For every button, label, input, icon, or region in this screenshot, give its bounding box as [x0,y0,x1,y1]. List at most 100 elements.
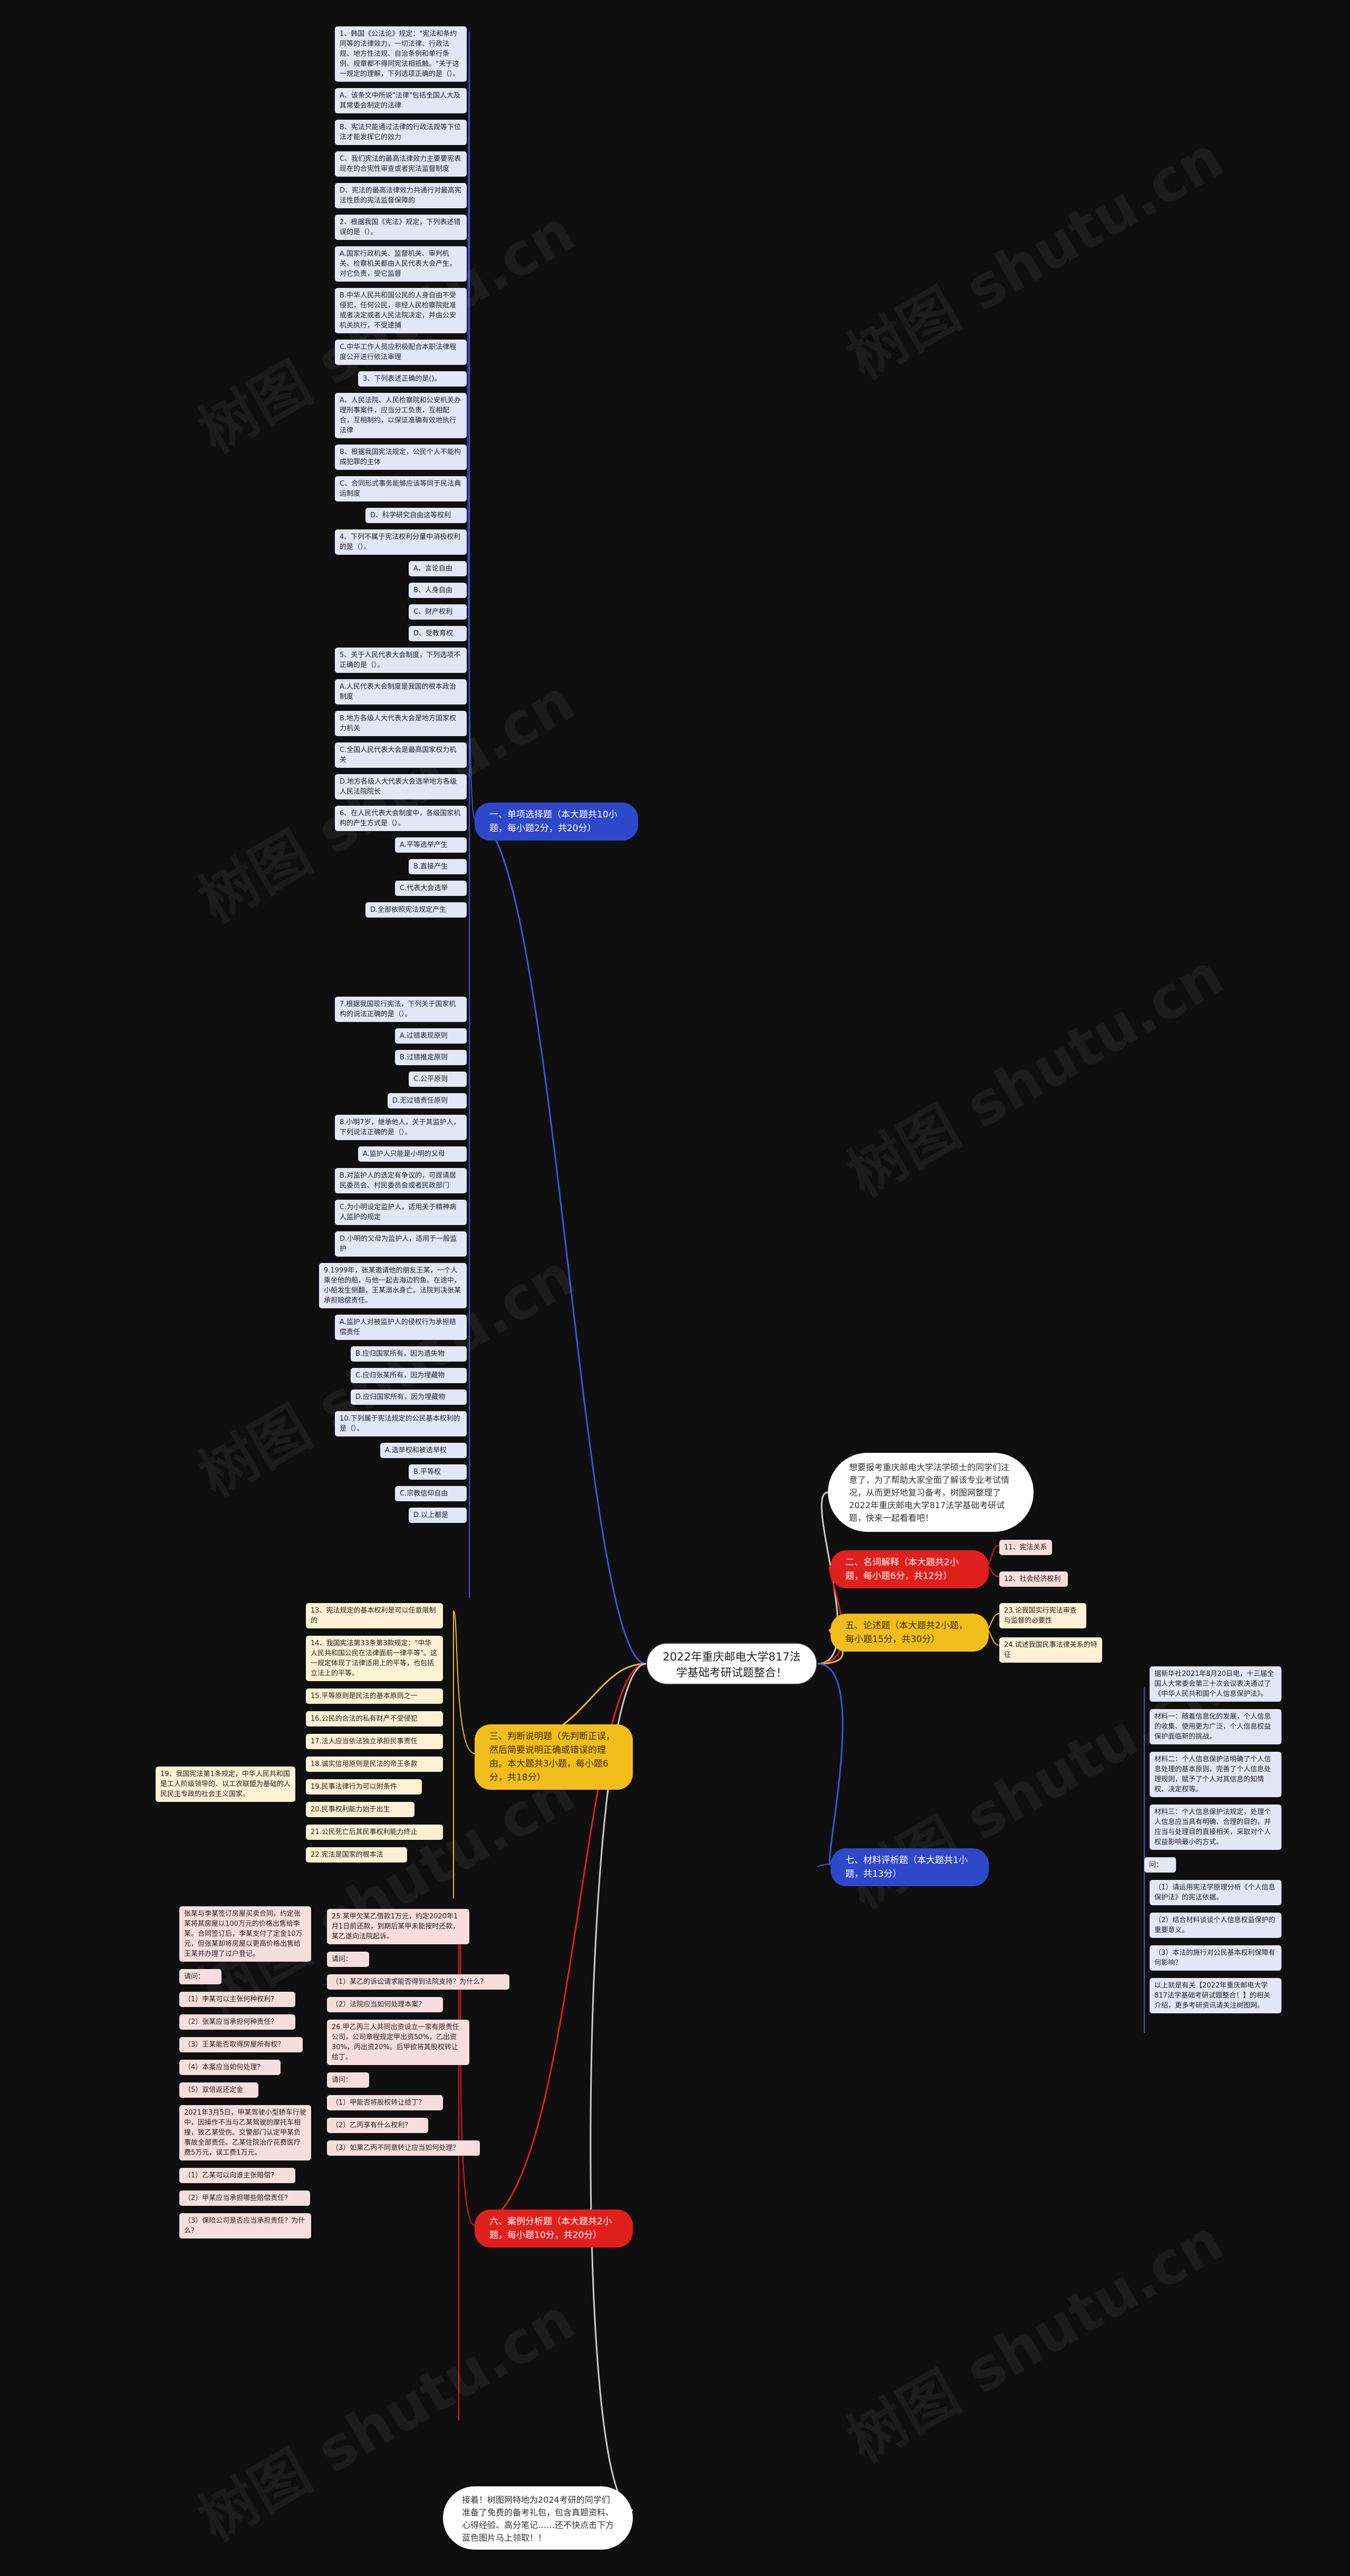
material-item[interactable]: 以上就是有关【2022年重庆邮电大学817法学基础考研试题整合！】的相关介绍，更… [1150,1978,1281,2013]
case-item[interactable]: （2）法院应当如何处理本案？ [327,1997,443,2012]
judge-item[interactable]: 18.诚实信用原则是民法的帝王条款 [306,1757,443,1772]
judge-item[interactable]: 16.公民的合法的私有财产不受侵犯 [306,1711,443,1726]
material-item[interactable]: （3）本法的施行对公民基本权利保障有何影响？ [1150,1945,1281,1971]
judge-item[interactable]: 14、我国宪法第33条第3款规定："中华人民共和国公民在法律面前一律平等"。这一… [306,1636,443,1681]
single-choice-item[interactable]: A、该条文中所说"法律"包括全国人大及其常委会制定的法律 [335,88,467,113]
single-choice-item[interactable]: D.以上都是 [409,1508,467,1523]
essay-item[interactable]: 23.论我国实行宪法审查与监督的必要性 [999,1603,1086,1628]
single-choice-item[interactable]: C.中华工作人员应积极配合本职法律程度公开进行依法审理 [335,340,467,365]
case-side-item[interactable]: 请问： [179,1969,221,1984]
single-choice-item[interactable]: C.应归张某所有，因为埋藏物 [351,1368,467,1383]
material-item[interactable]: （2）结合材料谈谈个人信息权益保护的重要意义。 [1150,1913,1281,1938]
single-choice-item[interactable]: A.监护人只能是小明的父母 [358,1146,467,1162]
judge-item[interactable]: 22.宪法是国家的根本法 [306,1847,407,1863]
case-item[interactable]: （1）某乙的诉讼请求能否得到法院支持？为什么？ [327,1974,509,1990]
case-side-item[interactable]: （1）乙某可以向谁主张赔偿？ [179,2168,295,2183]
case-item[interactable]: 请问： [327,2072,369,2088]
single-choice-item[interactable]: C.代表大会选举 [395,881,467,896]
single-choice-item[interactable]: B、根据我国宪法规定，公民个人不能构成犯罪的主体 [335,445,467,470]
single-choice-item[interactable]: 1、韩国《公法论》规定："宪法和条约同等的法律效力，一切法律、行政法规、地方性法… [335,26,467,82]
single-choice-item[interactable]: A.平等选举产生 [395,837,467,853]
single-choice-item[interactable]: B.直接产生 [409,859,467,874]
single-choice-item[interactable]: A、言论自由 [409,561,467,576]
case-item[interactable]: 请问： [327,1952,369,1967]
case-side-item[interactable]: （4）本案应当如何处理？ [179,2060,281,2075]
material-item[interactable]: 材料一：随着信息化的发展，个人信息的收集、使用更为广泛，个人信息权益保护面临新的… [1150,1709,1281,1744]
single-choice-item[interactable]: B、宪法只能通过法律的行政法规等下位法才能发挥它的效力 [335,120,467,145]
single-choice-item[interactable]: A.国家行政机关、监督机关、审判机关、检察机关都由人民代表大会产生，对它负责，受… [335,246,467,282]
single-choice-item[interactable]: D.应归国家所有，因为埋藏物 [351,1390,467,1405]
single-choice-item[interactable]: A.监护人对被监护人的侵权行为承担赔偿责任 [335,1315,467,1340]
single-choice-item[interactable]: 8.小明7岁，继承他人，关于其监护人，下列说法正确的是（）。 [335,1115,467,1140]
single-choice-item[interactable]: C.公平原则 [409,1072,467,1087]
single-choice-item[interactable]: A、人民法院、人民检察院和公安机关办理刑事案件，应当分工负责，互相配合，互相制约… [335,393,467,438]
section-material[interactable]: 七、材料评析题（本大题共1小题，共13分） [831,1848,989,1886]
single-choice-item[interactable]: C.宗教信仰自由 [395,1486,467,1501]
single-choice-item[interactable]: B.地方各级人大代表大会是地方国家权力机关 [335,711,467,736]
single-choice-item[interactable]: B、人身自由 [409,583,467,598]
case-item[interactable]: （3）如果乙丙不同意转让应当如何处理？ [327,2140,480,2156]
single-choice-item[interactable]: C、财产权利 [409,604,467,620]
single-choice-item[interactable]: B.平等权 [409,1464,467,1480]
material-item[interactable]: 材料二：个人信息保护法明确了个人信息处理的基本原则，完善了个人信息处理规则，赋予… [1150,1752,1281,1797]
single-choice-item[interactable]: D.地方各级人大代表大会选举地方各级人民法院院长 [335,774,467,799]
single-choice-item[interactable]: C.为小明设定监护人，适用关于精神病人监护的规定 [335,1200,467,1225]
material-item[interactable]: 材料三：个人信息保护法规定，处理个人信息应当具有明确、合理的目的，并应当与处理目… [1150,1805,1281,1850]
term-item[interactable]: 11、宪法关系 [999,1540,1052,1555]
section-single-choice[interactable]: 一、单项选择题（本大题共10小题，每小题2分，共20分） [475,803,638,841]
root-topic[interactable]: 2022年重庆邮电大学817法学基础考研试题整合！ [646,1643,817,1685]
case-side-item[interactable]: 2021年3月5日，甲某驾驶小型轿车行驶中，因操作不当与乙某驾驶的摩托车相撞，致… [179,2105,311,2160]
single-choice-item[interactable]: 9.1999年，张某邀请他的朋友王某，一个人乘坐他的船，与他一起去海边钓鱼。在途… [319,1263,467,1308]
single-choice-item[interactable]: D.全部依照宪法规定产生 [365,902,467,918]
single-choice-item[interactable]: C、我们宪法的最高法律效力主要要宪表现在的合宪性审查或者宪法监督制度 [335,151,467,177]
section-terms[interactable]: 二、名词解释（本大题共2小题，每小题6分，共12分） [831,1550,989,1588]
single-choice-item[interactable]: D.无过错责任原则 [388,1093,467,1108]
section-case[interactable]: 六、案例分析题（本大题共2小题，每小题10分，共20分） [475,2210,633,2247]
single-choice-item[interactable]: B.对监护人的选定有争议的，可提请居民委员会、村民委员会或者民政部门 [335,1168,467,1193]
term-item[interactable]: 12、社会经济权利 [999,1571,1068,1587]
case-item[interactable]: （2）乙丙享有什么权利？ [327,2118,428,2133]
single-choice-item[interactable]: 5、关于人民代表大会制度，下列选项不正确的是（）。 [335,648,467,673]
judge-item[interactable]: 13、宪法规定的基本权利是可以任意限制的 [306,1603,443,1628]
single-choice-item[interactable]: 3、下列表述正确的是()。 [358,371,467,387]
case-side-item[interactable]: 张某与李某签订房屋买卖合同，约定张某将其房屋以100万元的价格出售给李某。合同签… [179,1906,311,1962]
case-side-item[interactable]: （2）张某应当承担何种责任？ [179,2014,295,2030]
intro-note[interactable]: 想要报考重庆邮电大学法学硕士的同学们注意了，为了帮助大家全面了解该专业考试情况，… [828,1453,1034,1532]
outro-note[interactable]: 接着！树图网特地为2024考研的同学们准备了免费的备考礼包，包含真题资料、心得经… [443,2486,633,2550]
single-choice-item[interactable]: A.选举权和被选举权 [380,1443,467,1458]
single-choice-item[interactable]: 7.根据我国现行宪法，下列关于国家机构的说法正确的是（）。 [335,997,467,1022]
single-choice-item[interactable]: A.过错表现原则 [395,1028,467,1044]
single-choice-item[interactable]: B.过错推定原则 [395,1050,467,1065]
judge-item[interactable]: 21.公民死亡后其民事权利能力终止 [306,1825,443,1840]
judge-item[interactable]: 15.平等原则是民法的基本原则之一 [306,1689,443,1704]
section-essay[interactable]: 五、论述题（本大题共2小题，每小题15分，共30分） [831,1614,989,1652]
case-side-item[interactable]: （3）保险公司是否应当承担责任？为什么？ [179,2213,311,2239]
single-choice-item[interactable]: B.应归国家所有，因为遗失物 [351,1346,467,1362]
section-judge[interactable]: 三、判断说明题（先判断正误，然后简要说明正确或错误的理由。本大题共3小题，每小题… [475,1724,633,1790]
case-side-item[interactable]: （1）李某可以主张何种权利？ [179,1992,295,2007]
judge-side-item[interactable]: 19、我国宪法第1条规定，中华人民共和国是工人阶级领导的、以工农联盟为基础的人民… [156,1767,295,1802]
single-choice-item[interactable]: D、受教育权 [409,626,467,641]
single-choice-item[interactable]: 10.下列属于宪法规定的公民基本权利的是（）。 [335,1411,467,1436]
single-choice-item[interactable]: B.中华人民共和国公民的人身自由不受侵犯，任何公民，非经人民检察院批准或者决定或… [335,288,467,333]
case-side-item[interactable]: （3）王某能否取得房屋所有权？ [179,2037,303,2052]
single-choice-item[interactable]: C.全国人民代表大会是最高国家权力机关 [335,742,467,768]
single-choice-item[interactable]: D、宪法的最高法律效力共通行对最高宪法性质的宪法监督保障的 [335,183,467,208]
single-choice-item[interactable]: A.人民代表大会制度是我国的根本政治制度 [335,679,467,705]
single-choice-item[interactable]: 6、在人民代表大会制度中，各级国家机构的产生方式是（）。 [335,806,467,831]
single-choice-item[interactable]: D、科学研究自由这等权利 [365,508,467,523]
single-choice-item[interactable]: D.小明的父母为监护人，适用于一般监护 [335,1231,467,1257]
case-item[interactable]: 25.某甲欠某乙借款1万元，约定2020年1月1日前还款，到期后某甲未能按时还款… [327,1909,469,1944]
case-item[interactable]: （1）甲能否将股权转让给丁？ [327,2095,443,2110]
essay-item[interactable]: 24.试述我国民事法律关系的特征 [999,1637,1102,1663]
single-choice-item[interactable]: C、合同形式事务能够应该等同于民法典运制度 [335,476,467,501]
case-side-item[interactable]: （2）甲某应当承担哪些赔偿责任？ [179,2191,310,2206]
judge-item[interactable]: 19.民事法律行为可以附条件 [306,1779,422,1794]
single-choice-item[interactable]: 4、下列不属于宪法权利分量中消极权利的是（）。 [335,529,467,555]
material-item[interactable]: 据新华社2021年8月20日电，十三届全国人大常委会第三十次会议表决通过了《中华… [1150,1666,1281,1702]
material-item[interactable]: （1）请运用宪法学原理分析《个人信息保护法》的宪法依据。 [1150,1880,1281,1905]
judge-item[interactable]: 20.民事权利能力始于出生 [306,1802,414,1817]
material-item[interactable]: 问： [1144,1857,1176,1873]
case-side-item[interactable]: （5）双倍返还定金 [179,2082,258,2098]
judge-item[interactable]: 17.法人应当依法独立承担民事责任 [306,1734,443,1749]
